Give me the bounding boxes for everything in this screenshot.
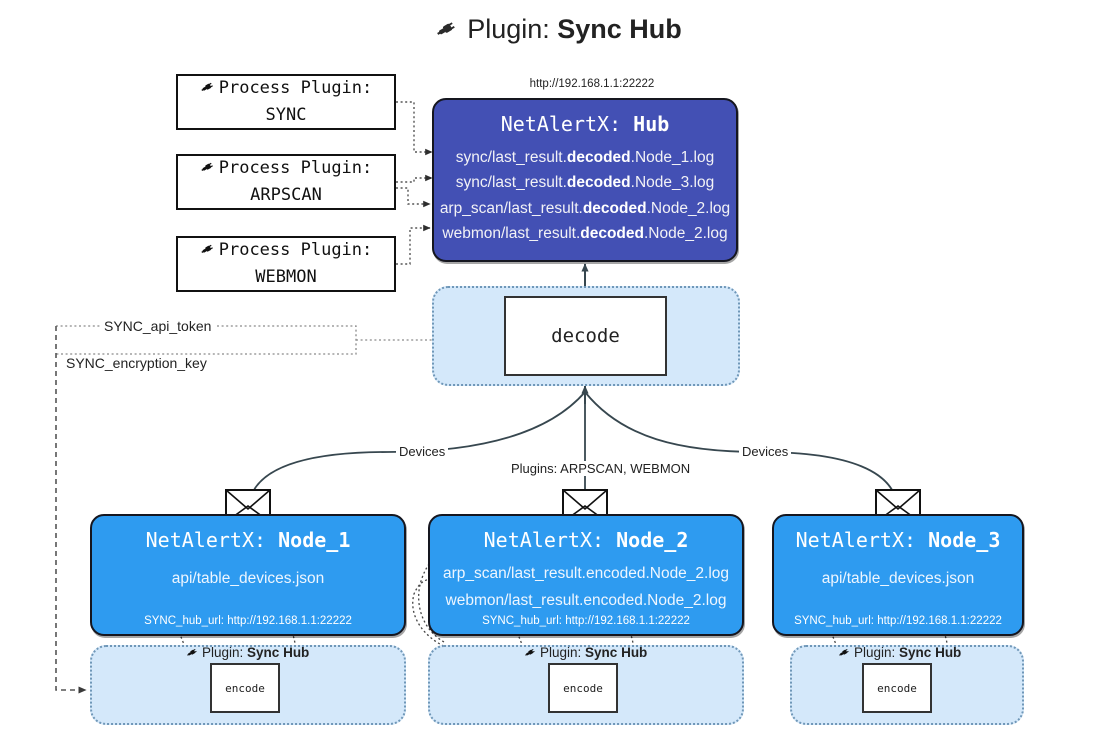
plug-icon	[200, 240, 217, 265]
encode-label: encode	[877, 681, 917, 695]
hub-app: NetAlertX:	[500, 112, 622, 136]
hub-log-line: webmon/last_result.decoded.Node_2.log	[442, 224, 728, 242]
hub-log-line: arp_scan/last_result.decoded.Node_2.log	[439, 199, 731, 217]
hub-url-label: http://192.168.1.1:22222	[529, 78, 655, 90]
node-header: NetAlertX: Node_1	[92, 528, 404, 552]
encode-plugin-prefix: Plugin:	[540, 645, 582, 660]
plug-icon	[200, 158, 217, 183]
node-header: NetAlertX: Node_2	[430, 528, 742, 552]
plug-icon	[200, 78, 217, 103]
encode-plugin-name: Sync Hub	[585, 645, 648, 660]
plug-icon	[435, 15, 461, 48]
encode-label: encode	[563, 681, 603, 695]
edge-label-devices-left: Devices	[396, 444, 449, 459]
process-plugin-name: SYNC	[265, 105, 307, 125]
hub-header: NetAlertX: Hub	[434, 112, 736, 136]
encode-plugin-prefix: Plugin:	[854, 645, 896, 660]
node-box-node-2[interactable]: NetAlertX: Node_2 arp_scan/last_result.e…	[428, 514, 744, 636]
sync-encryption-key-label: SYNC_encryption_key	[62, 355, 211, 371]
node-footer: SYNC_hub_url: http://192.168.1.1:22222	[482, 615, 690, 627]
node-log-line: arp_scan/last_result.encoded.Node_2.log	[442, 565, 730, 582]
node-header: NetAlertX: Node_3	[774, 528, 1022, 552]
decode-label: decode	[551, 325, 620, 347]
node-footer: SYNC_hub_url: http://192.168.1.1:22222	[794, 615, 1002, 627]
encode-plugin-name: Sync Hub	[899, 645, 962, 660]
encode-plugin-name: Sync Hub	[247, 645, 310, 660]
encode-label: encode	[225, 681, 265, 695]
encode-box-node-3[interactable]: encode	[862, 663, 932, 713]
plug-icon	[186, 645, 200, 662]
plug-icon	[524, 645, 538, 662]
process-plugin-box-webmon[interactable]: Process Plugin: WEBMON	[176, 236, 396, 292]
edge-label-devices-right: Devices	[739, 444, 792, 459]
hub-name: Hub	[633, 112, 670, 136]
encode-plugin-prefix: Plugin:	[202, 645, 244, 660]
node-name: Node_2	[616, 528, 689, 552]
process-plugin-label: Process Plugin:	[218, 158, 373, 179]
process-plugin-name: WEBMON	[255, 267, 317, 287]
node-name: Node_1	[278, 528, 351, 552]
process-plugin-label: Process Plugin:	[218, 240, 373, 261]
node-log-line: webmon/last_result.encoded.Node_2.log	[445, 592, 727, 610]
encode-box-node-1[interactable]: encode	[210, 663, 280, 713]
hub-box[interactable]: NetAlertX: Hub sync/last_result.decoded.…	[432, 98, 738, 262]
hub-log-line: sync/last_result.decoded.Node_3.log	[455, 174, 715, 192]
node-name: Node_3	[928, 528, 1001, 552]
node-box-node-3[interactable]: NetAlertX: Node_3 api/table_devices.json…	[772, 514, 1024, 636]
node-app: NetAlertX:	[795, 528, 917, 552]
node-log-line: api/table_devices.json	[821, 570, 975, 587]
process-plugin-name: ARPSCAN	[250, 185, 322, 205]
process-plugin-box-arpscan[interactable]: Process Plugin: ARPSCAN	[176, 154, 396, 210]
node-app: NetAlertX:	[483, 528, 605, 552]
title-name: Sync Hub	[557, 14, 682, 44]
process-plugin-label: Process Plugin:	[218, 78, 373, 99]
encode-plugin-caption-node-3: Plugin: Sync Hub	[838, 645, 961, 662]
encode-plugin-caption-node-1: Plugin: Sync Hub	[186, 645, 309, 662]
edge-label-plugins-center: Plugins: ARPSCAN, WEBMON	[508, 461, 694, 476]
node-log-line: api/table_devices.json	[171, 570, 325, 587]
hub-log-line: sync/last_result.decoded.Node_1.log	[455, 149, 715, 166]
node-box-node-1[interactable]: NetAlertX: Node_1 api/table_devices.json…	[90, 514, 406, 636]
plug-icon	[838, 645, 852, 662]
encode-plugin-caption-node-2: Plugin: Sync Hub	[524, 645, 647, 662]
node-app: NetAlertX:	[145, 528, 267, 552]
page-title: Plugin: Sync Hub	[0, 14, 1117, 48]
decode-box[interactable]: decode	[504, 296, 667, 376]
process-plugin-box-sync[interactable]: Process Plugin: SYNC	[176, 74, 396, 130]
encode-box-node-2[interactable]: encode	[548, 663, 618, 713]
node-footer: SYNC_hub_url: http://192.168.1.1:22222	[144, 615, 352, 627]
title-prefix: Plugin:	[467, 14, 550, 44]
sync-api-token-label: SYNC_api_token	[100, 318, 216, 334]
hub-log-list: sync/last_result.decoded.Node_1.log sync…	[434, 145, 736, 246]
